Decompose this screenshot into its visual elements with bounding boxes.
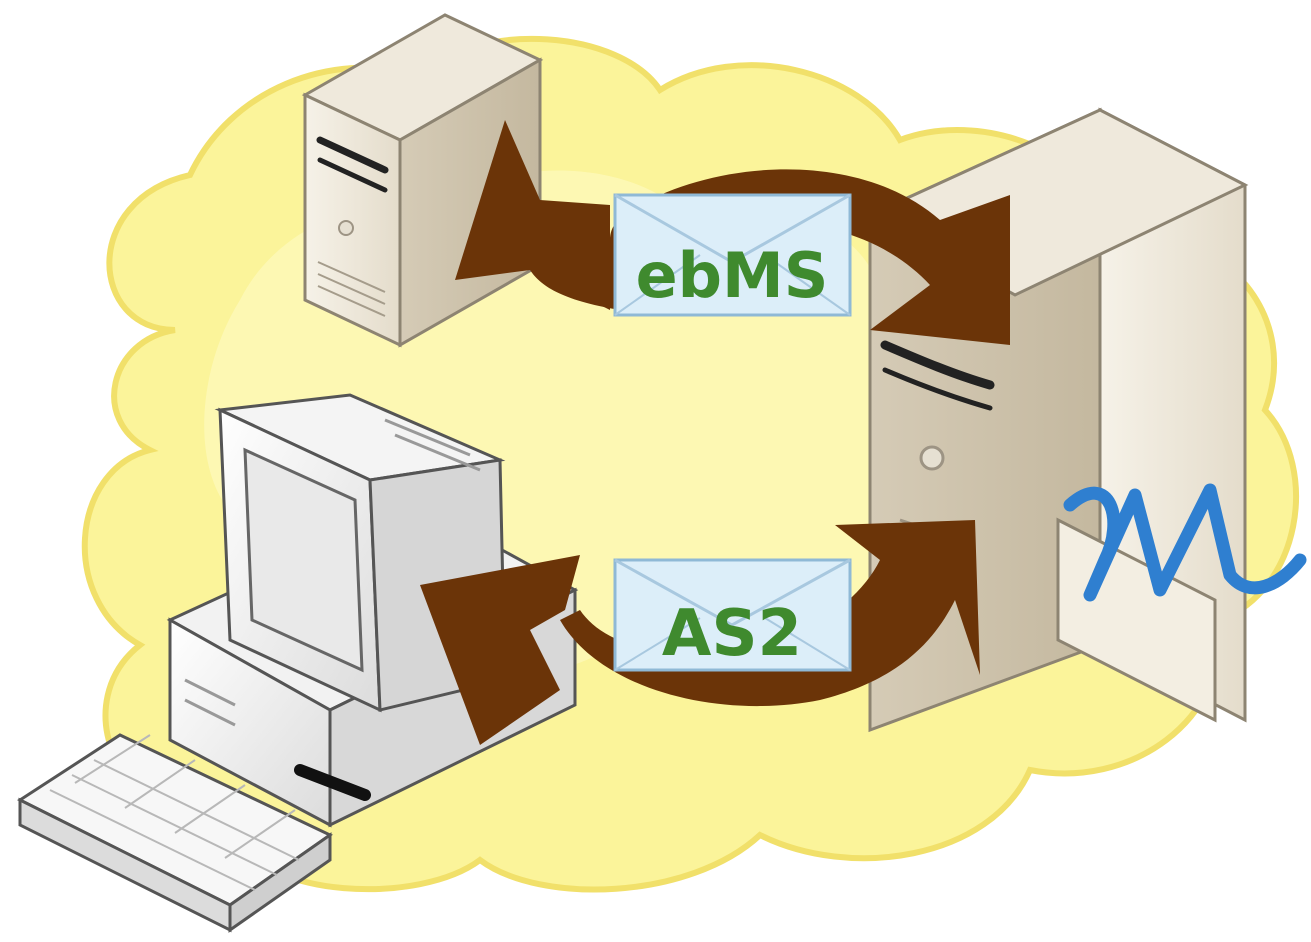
as2-label: AS2: [662, 597, 802, 671]
logo-mark: [1063, 483, 1307, 602]
envelope-icon: [613, 193, 852, 317]
ebms-label: ebMS: [636, 239, 829, 312]
keyboard-icon: [16, 733, 333, 933]
envelope-icon: [613, 558, 852, 672]
